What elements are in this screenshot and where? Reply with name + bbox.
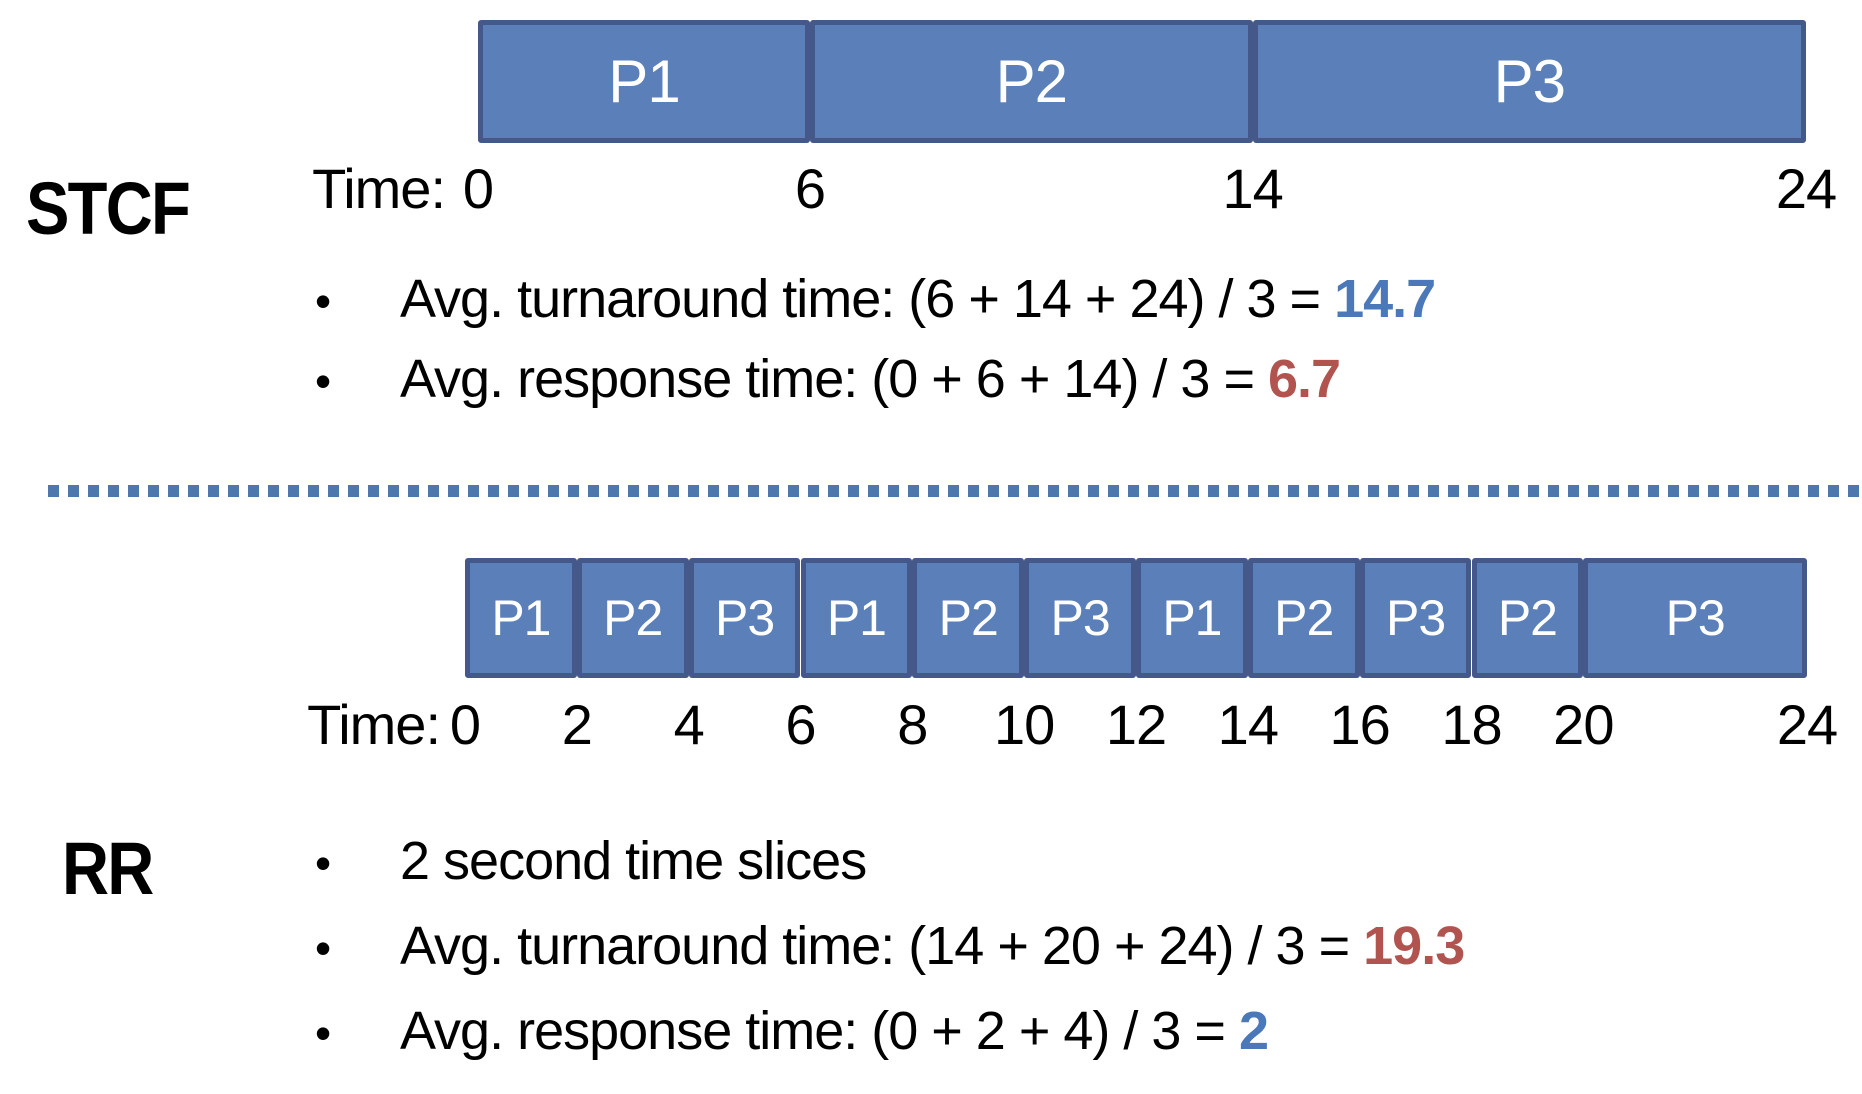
rr-gantt-bar: P1 P2 P3 P1 P2 P3 P1 P2 P3 P2 P3 [465, 558, 1807, 678]
rr-tick-24: 24 [1776, 693, 1838, 756]
rr-segment-p3-t20: P3 [1583, 558, 1807, 678]
stcf-tick-14: 14 [1222, 157, 1284, 220]
stcf-time-axis: Time: 0 6 14 24 [312, 157, 1837, 220]
segment-label: P2 [603, 590, 663, 646]
segment-label: P3 [1385, 590, 1446, 646]
bullet-text: 2 second time slices [400, 831, 867, 891]
bullet-value: 14.7 [1334, 269, 1436, 329]
rr-label: RR [62, 827, 154, 910]
rr-segment-p1-t6: P1 [800, 558, 913, 678]
bullet-dot: • [315, 355, 331, 407]
bullet-value: 19.3 [1363, 916, 1465, 976]
rr-segment-p2-t8: P2 [912, 558, 1025, 678]
segment-label: P3 [714, 590, 775, 646]
rr-tick-12: 12 [1105, 693, 1167, 756]
segment-label: P1 [491, 590, 551, 646]
stcf-bullet-item: •Avg. response time: (0 + 6 + 14) / 3 = … [315, 346, 1435, 414]
bullet-dot: • [315, 1007, 331, 1059]
rr-tick-10: 10 [994, 693, 1055, 756]
bullet-text: Avg. turnaround time: (6 + 14 + 24) / 3 … [400, 269, 1335, 329]
stcf-gantt-bar: P1 P2 P3 [478, 20, 1806, 143]
bullet-text: Avg. response time: (0 + 2 + 4) / 3 = [400, 1001, 1239, 1061]
stcf-time-label: Time: [312, 157, 446, 220]
rr-tick-20: 20 [1553, 693, 1614, 756]
bullet-dot: • [315, 275, 331, 327]
rr-bullet-list: • 2 second time slices • Avg. turnaround ti… [315, 828, 1465, 1083]
rr-tick-8: 8 [897, 693, 928, 756]
segment-label: P2 [1497, 590, 1558, 646]
stcf-tick-24: 24 [1775, 157, 1837, 220]
rr-bullet-item: • 2 second time slices [315, 828, 1464, 896]
rr-segment-p3-t10: P3 [1024, 558, 1136, 678]
segment-label: P3 [1050, 590, 1110, 646]
rr-segment-p1-t0: P1 [465, 558, 577, 678]
bullet-value: 6.7 [1268, 349, 1341, 409]
rr-segment-p3-t16: P3 [1359, 558, 1472, 678]
stcf-tick-6: 6 [794, 157, 826, 220]
rr-tick-16: 16 [1329, 693, 1391, 756]
bullet-dot: • [315, 922, 331, 974]
rr-segment-p3-t4: P3 [688, 558, 801, 678]
segment-label: P3 [1493, 48, 1566, 115]
bullet-value: 2 [1238, 1001, 1269, 1061]
rr-segment-p2-t14: P2 [1247, 558, 1360, 678]
segment-label: P1 [826, 590, 887, 646]
stcf-bullet-item: • Avg. turnaround time: (6 + 14 + 24) / 3… [315, 266, 1436, 334]
bullet-dot: • [315, 837, 331, 889]
rr-tick-2: 2 [561, 693, 593, 756]
rr-segment-p1-t12: P1 [1136, 558, 1248, 678]
rr-bullet-item: • Avg. response time: (0 + 2 + 4) / 3 = 2 [315, 998, 1464, 1066]
segment-label: P3 [1665, 590, 1726, 646]
rr-tick-18: 18 [1441, 693, 1502, 756]
segment-label: P1 [608, 48, 680, 115]
segment-label: P2 [1274, 590, 1334, 646]
stcf-segment-p2-t6: P2 [810, 20, 1253, 143]
rr-time-label: Time: [307, 693, 441, 756]
dashed-divider [48, 485, 1862, 497]
rr-tick-4: 4 [673, 693, 705, 756]
stcf-segment-p3-t14: P3 [1252, 20, 1806, 143]
rr-tick-6: 6 [785, 693, 816, 756]
rr-segment-p2-t18: P2 [1471, 558, 1584, 678]
stcf-bullet-list: • Avg. turnaround time: (6 + 14 + 24) / 3… [315, 266, 1436, 426]
stcf-tick-0: 0 [462, 157, 494, 220]
segment-label: P2 [995, 48, 1068, 115]
bullet-text: Avg. turnaround time: (14 + 20 + 24) / 3… [400, 916, 1364, 976]
rr-segment-p2-t2: P2 [576, 558, 689, 678]
bullet-text: Avg. response time: (0 + 6 + 14) / 3 = [400, 349, 1269, 409]
stcf-segment-p1-t0: P1 [478, 20, 810, 143]
rr-tick-14: 14 [1217, 693, 1279, 756]
segment-label: P1 [1162, 590, 1222, 646]
segment-label: P2 [938, 590, 999, 646]
rr-bullet-item: • Avg. turnaround time: (14 + 20 + 24) / … [315, 913, 1465, 981]
stcf-label: STCF [26, 167, 191, 250]
rr-tick-0: 0 [449, 693, 481, 756]
